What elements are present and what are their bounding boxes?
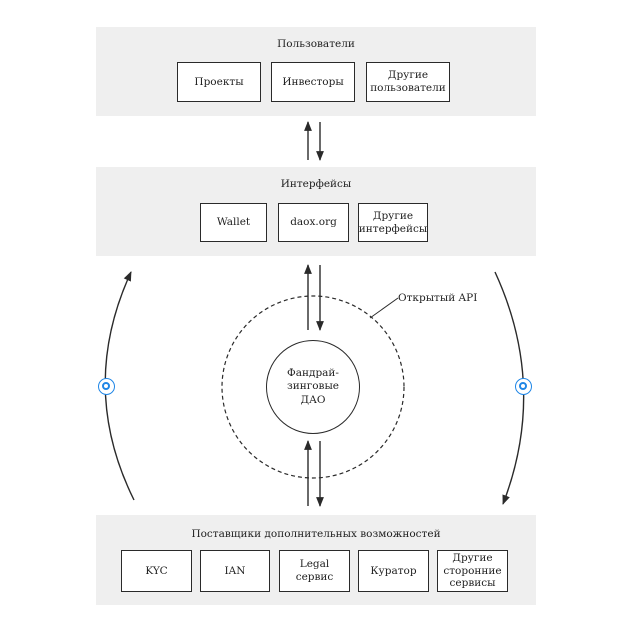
api-label-leader xyxy=(369,297,399,319)
interfaces-item-daox: daox.org xyxy=(278,203,349,242)
providers-item-other: Другие сторонние сервисы xyxy=(437,550,508,592)
users-item-investors: Инвесторы xyxy=(271,62,355,102)
providers-item-ian: IAN xyxy=(200,550,270,592)
providers-panel: Поставщики дополнительных возможностей K… xyxy=(96,515,536,605)
interfaces-title: Интерфейсы xyxy=(280,178,352,190)
providers-item-legal: Legal сервис xyxy=(279,550,350,592)
interfaces-item-other: Другие интерфейсы xyxy=(358,203,428,242)
users-item-other-users: Другие пользователи xyxy=(366,62,450,102)
users-panel: Пользователи Проекты Инвесторы Другие по… xyxy=(96,27,536,116)
open-api-label: Открытый API xyxy=(398,292,478,304)
token-icon xyxy=(98,378,115,395)
providers-title: Поставщики дополнительных возможностей xyxy=(191,528,441,540)
interfaces-panel: Интерфейсы Wallet daox.org Другие интерф… xyxy=(96,167,536,256)
providers-item-kyc: KYC xyxy=(121,550,192,592)
users-title: Пользователи xyxy=(277,38,355,50)
interfaces-item-wallet: Wallet xyxy=(200,203,267,242)
token-icon xyxy=(515,378,532,395)
users-item-projects: Проекты xyxy=(177,62,261,102)
open-api-ring xyxy=(221,295,405,479)
fundraising-dao-circle: Фандрай- зинговые ДАО xyxy=(266,340,360,434)
providers-item-curator: Куратор xyxy=(358,550,429,592)
